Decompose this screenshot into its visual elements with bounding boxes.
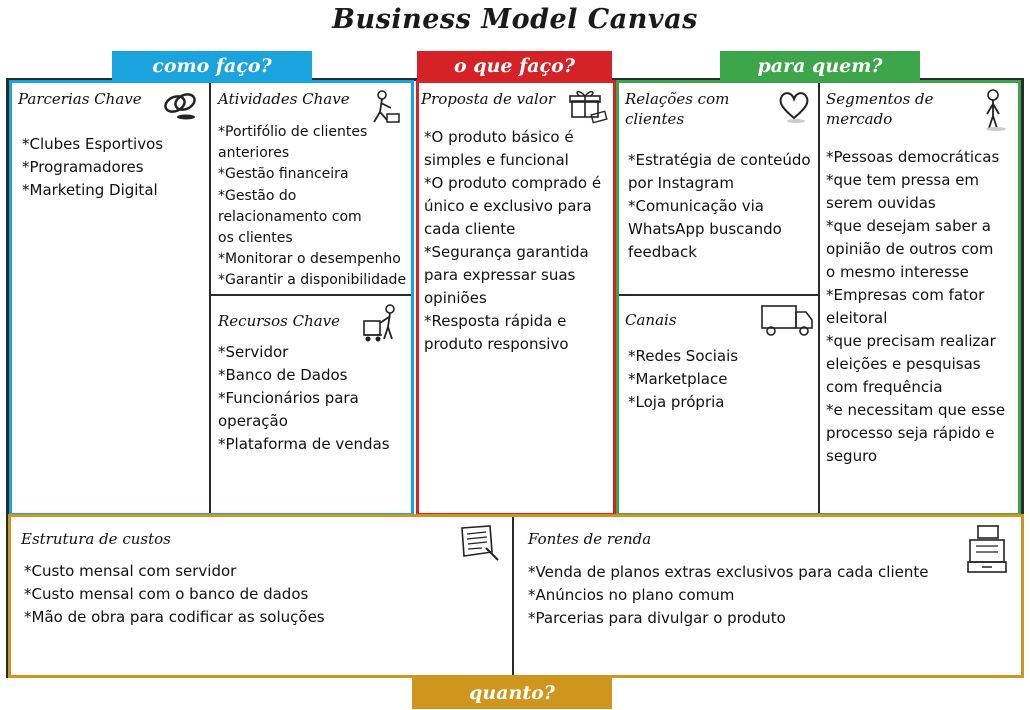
divider [619, 294, 818, 296]
list-item: simples e funcional [424, 151, 569, 169]
how-much-group-border [8, 514, 1024, 678]
list-item: *Loja própria [628, 393, 725, 411]
list-item: *que desejam saber a [826, 217, 991, 235]
parcerias-list: *Clubes Esportivos *Programadores *Marke… [22, 133, 163, 202]
segmentos-list: *Pessoas democráticas *que tem pressa em… [826, 146, 1005, 468]
canais-list: *Redes Sociais *Marketplace *Loja própri… [628, 345, 738, 414]
list-item: processo seja rápido e [826, 424, 995, 442]
list-item: o mesmo interesse [826, 263, 969, 281]
list-item: *Marketing Digital [22, 181, 158, 199]
list-item: produto responsivo [424, 335, 569, 353]
list-item: cada cliente [424, 220, 516, 238]
divider [209, 83, 211, 513]
list-item: *Mão de obra para codificar as soluções [24, 608, 325, 626]
block-title-canais: Canais [625, 311, 677, 329]
list-item: *Custo mensal com servidor [24, 562, 237, 580]
cash-register-icon [964, 522, 1010, 580]
interlocked-rings-icon [160, 84, 200, 124]
list-item: *Resposta rápida e [424, 312, 567, 330]
list-item: *Anúncios no plano comum [528, 586, 735, 604]
worker-cart-icon [360, 303, 400, 343]
list-item: seguro [826, 447, 878, 465]
list-item: *que tem pressa em [826, 171, 980, 189]
atividades-list: *Portifólio de clientes anteriores *Gest… [218, 122, 406, 292]
who-tag: para quem? [720, 51, 920, 82]
what-tag: o que faço? [417, 51, 612, 82]
receipt-document-icon [456, 522, 499, 562]
list-item: único e exclusivo para [424, 197, 592, 215]
list-item: relacionamento com [218, 208, 362, 225]
list-item: para expressar suas [424, 266, 576, 284]
list-item: operação [218, 412, 288, 430]
list-item: WhatsApp buscando [628, 220, 782, 238]
list-item: por Instagram [628, 174, 734, 192]
list-item: opiniões [424, 289, 487, 307]
list-item: *Estratégia de conteúdo [628, 151, 811, 169]
list-item: os clientes [218, 230, 293, 247]
list-item: *Funcionários para [218, 389, 359, 407]
block-title-proposta: Proposta de valor [421, 90, 556, 108]
divider [211, 294, 411, 296]
gift-box-icon [566, 85, 608, 125]
list-item: *O produto básico é [424, 128, 574, 146]
list-item: *Pessoas democráticas [826, 148, 1000, 166]
list-item: *Empresas com fator [826, 286, 985, 304]
list-item: *Parcerias para divulgar o produto [528, 609, 786, 627]
list-item: *Segurança garantida [424, 243, 589, 261]
list-item: *que precisam realizar [826, 332, 996, 350]
list-item: eleitoral [826, 309, 888, 327]
block-title-segmentos: Segmentos de mercado [826, 90, 934, 128]
list-item: serem ouvidas [826, 194, 936, 212]
standing-person-icon [978, 88, 1012, 131]
list-item: *Marketplace [628, 370, 728, 388]
list-item: *Banco de Dados [218, 366, 348, 384]
block-title-recursos: Recursos Chave [218, 312, 341, 330]
list-item: *Clubes Esportivos [22, 135, 164, 153]
person-working-icon [364, 88, 404, 128]
delivery-truck-icon [760, 298, 814, 338]
page-title: Business Model Canvas [332, 4, 698, 35]
renda-list: *Venda de planos extras exclusivos para … [528, 561, 928, 630]
list-item: eleições e pesquisas [826, 355, 981, 373]
custos-list: *Custo mensal com servidor *Custo mensal… [24, 560, 325, 629]
relacoes-list: *Estratégia de conteúdo por Instagram *C… [628, 149, 811, 264]
how-tag: como faço? [112, 51, 312, 82]
list-item: *Venda de planos extras exclusivos para … [528, 563, 929, 581]
list-item: *Plataforma de vendas [218, 435, 390, 453]
list-item: *Custo mensal com o banco de dados [24, 585, 309, 603]
list-item: *Comunicação via [628, 197, 765, 215]
list-item: *Gestão financeira [218, 166, 349, 183]
list-item: *Gestão do [218, 187, 297, 204]
heart-icon [774, 86, 814, 126]
block-title-custos: Estrutura de custos [21, 530, 171, 548]
list-item: *Portifólio de clientes [218, 124, 368, 140]
recursos-list: *Servidor *Banco de Dados *Funcionários … [218, 341, 390, 456]
list-item: *Redes Sociais [628, 347, 739, 365]
block-title-renda: Fontes de renda [528, 530, 652, 548]
block-title-parcerias: Parcerias Chave [18, 90, 142, 108]
list-item: com frequência [826, 378, 943, 396]
list-item: feedback [628, 243, 697, 261]
list-item: *e necessitam que esse [826, 401, 1006, 419]
list-item: opinião de outros com [826, 240, 994, 258]
divider [818, 83, 820, 513]
divider [512, 517, 514, 675]
block-title-atividades: Atividades Chave [218, 90, 350, 108]
how-much-tag: quanto? [412, 678, 612, 709]
list-item: *Programadores [22, 158, 144, 176]
list-item: *O produto comprado é [424, 174, 602, 192]
list-item: anteriores [218, 145, 290, 162]
list-item: *Garantir a disponibilidade [218, 272, 407, 289]
block-title-relacoes: Relações com clientes [625, 90, 730, 128]
list-item: *Monitorar o desempenho [218, 251, 401, 268]
list-item: *Servidor [218, 343, 289, 361]
proposta-list: *O produto básico é simples e funcional … [424, 126, 601, 356]
